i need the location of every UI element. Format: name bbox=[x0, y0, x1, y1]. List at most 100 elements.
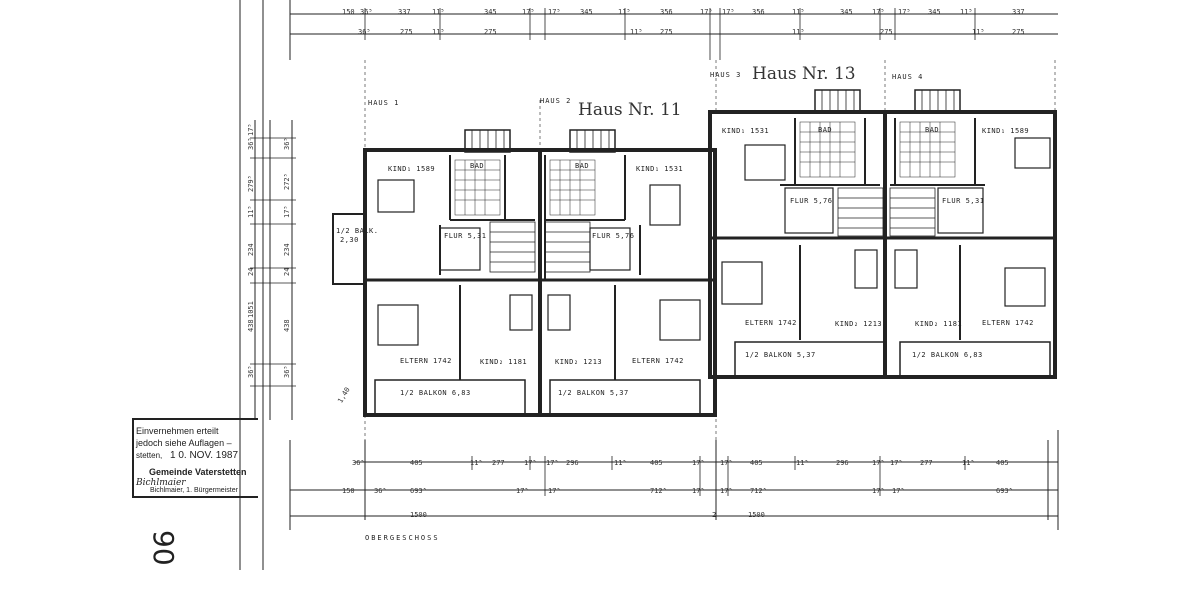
room-label: KIND₁ 1589 bbox=[388, 165, 436, 173]
room-label: 1/2 BALKON 5,37 bbox=[558, 389, 629, 397]
dimension-label: 17⁵ bbox=[283, 205, 291, 218]
room-label: KIND₂ 1181 bbox=[915, 320, 963, 328]
dimension-label: 405 bbox=[410, 459, 423, 467]
dimension-label: 17⁵ bbox=[692, 459, 705, 467]
room-label: KIND₂ 1213 bbox=[555, 358, 603, 366]
dimension-label: 17⁵ bbox=[247, 123, 255, 136]
dimension-label: 11⁵ bbox=[962, 459, 975, 467]
dimension-label: 405 bbox=[750, 459, 763, 467]
room-label: FLUR 5,76 bbox=[790, 197, 833, 205]
dimension-label: 275 bbox=[1012, 28, 1025, 36]
dimension-label: 150 bbox=[342, 8, 355, 16]
stamp-signature: Bichlmaier bbox=[136, 478, 186, 488]
room-label: ELTERN 1742 bbox=[400, 357, 452, 365]
dimension-label: 17⁵ bbox=[546, 459, 559, 467]
room-label: ELTERN 1742 bbox=[745, 319, 797, 327]
room-label: KIND₂ 1213 bbox=[835, 320, 883, 328]
dimension-label: 2 bbox=[712, 511, 717, 519]
dimension-label: 36⁵ bbox=[283, 365, 291, 378]
dimension-label: 693⁵ bbox=[410, 487, 427, 495]
dimension-label: 11⁵ bbox=[432, 8, 445, 16]
dimension-label: 275 bbox=[880, 28, 893, 36]
dimension-label: 296 bbox=[566, 459, 579, 467]
dimension-label: 11⁵ bbox=[614, 459, 627, 467]
dimension-label: 345 bbox=[840, 8, 853, 16]
dimension-label: 272⁵ bbox=[283, 173, 291, 190]
room-label: BAD bbox=[575, 162, 590, 170]
haus-nr-13-label: Haus Nr. 13 bbox=[752, 64, 856, 84]
dimension-label: 234 bbox=[247, 243, 255, 256]
dimension-label: 36⁵ bbox=[283, 137, 291, 150]
dimension-label: 234 bbox=[283, 243, 291, 256]
dimension-label: 356 bbox=[660, 8, 673, 16]
room-label: KIND₁ 1531 bbox=[636, 165, 684, 173]
dimension-label: 24 bbox=[247, 267, 255, 276]
dimension-label: 345 bbox=[484, 8, 497, 16]
room-label: 1/2 BALK. bbox=[336, 227, 379, 235]
room-label: FLUR 5,31 bbox=[444, 232, 487, 240]
page-number: 90 bbox=[147, 530, 180, 566]
dimension-label: 277 bbox=[920, 459, 933, 467]
stamp-line3-prefix: stetten, bbox=[136, 451, 163, 460]
dimension-label: 17⁵ bbox=[890, 459, 903, 467]
dimension-label: 279⁵ bbox=[247, 175, 255, 192]
room-label: BAD bbox=[925, 126, 940, 134]
dimension-label: 36⁵ bbox=[352, 459, 365, 467]
floor-label: OBERGESCHOSS bbox=[365, 534, 440, 542]
dimension-label: 36⁵ bbox=[374, 487, 387, 495]
approval-stamp: Einvernehmen erteilt jedoch siehe Auflag… bbox=[132, 418, 258, 498]
haus-1-label: HAUS 1 bbox=[368, 99, 400, 107]
dimension-label: 296 bbox=[836, 459, 849, 467]
dimension-label: 11⁵ bbox=[972, 28, 985, 36]
dimension-label: 17⁵ bbox=[720, 459, 733, 467]
room-label: KIND₂ 1181 bbox=[480, 358, 528, 366]
room-label: BAD bbox=[470, 162, 485, 170]
room-label: KIND₁ 1589 bbox=[982, 127, 1030, 135]
dimension-label: 17⁵ bbox=[522, 8, 535, 16]
dimension-label: 24 bbox=[283, 267, 291, 276]
dimension-label: 275 bbox=[484, 28, 497, 36]
dimension-label: 17⁵ bbox=[872, 459, 885, 467]
dimension-label: 17⁵ bbox=[720, 487, 733, 495]
dimension-label: 11⁵ bbox=[247, 205, 255, 218]
dimension-label: 693⁵ bbox=[996, 487, 1013, 495]
room-label: BAD bbox=[818, 126, 833, 134]
dimension-label: 405 bbox=[650, 459, 663, 467]
dimension-label: 345 bbox=[580, 8, 593, 16]
dimension-label: 11⁵ bbox=[618, 8, 631, 16]
dimension-label: 11⁵ bbox=[792, 8, 805, 16]
dimension-label: 438 bbox=[283, 319, 291, 332]
dimension-label: 712⁵ bbox=[750, 487, 767, 495]
dimension-label: 17⁵ bbox=[872, 487, 885, 495]
side-balcony bbox=[332, 213, 366, 285]
dimension-label: 17⁵ bbox=[516, 487, 529, 495]
haus-nr-11-label: Haus Nr. 11 bbox=[578, 100, 682, 120]
dimension-label: 11⁵ bbox=[470, 459, 483, 467]
dimension-label: 17⁵ bbox=[548, 8, 561, 16]
dimension-label: 337 bbox=[1012, 8, 1025, 16]
dimension-label: 17⁵ bbox=[872, 8, 885, 16]
room-label: KIND₁ 1531 bbox=[722, 127, 770, 135]
dimension-label: 17⁵ bbox=[548, 487, 561, 495]
dimension-label: 11⁵ bbox=[630, 28, 643, 36]
room-label: 2,30 bbox=[340, 236, 359, 244]
dimension-label: 277 bbox=[492, 459, 505, 467]
dimension-label: 17⁵ bbox=[524, 459, 537, 467]
dimension-label: 17⁵ bbox=[898, 8, 911, 16]
haus-13-outer-wall bbox=[708, 110, 1057, 379]
dimension-label: 1500 bbox=[748, 511, 765, 519]
haus-3-label: HAUS 3 bbox=[710, 71, 742, 79]
dimension-label: 1500 bbox=[410, 511, 427, 519]
dimension-label: 405 bbox=[996, 459, 1009, 467]
room-label: 1/2 BALKON 6,83 bbox=[400, 389, 471, 397]
stamp-date: 1 0. NOV. 1987 bbox=[170, 450, 239, 461]
dimension-label: 275 bbox=[660, 28, 673, 36]
haus-4-label: HAUS 4 bbox=[892, 73, 924, 81]
dimension-label: 36⁵ bbox=[247, 365, 255, 378]
haus-2-label: HAUS 2 bbox=[540, 97, 572, 105]
stamp-line1: Einvernehmen erteilt bbox=[136, 426, 219, 436]
dimension-label: 275 bbox=[400, 28, 413, 36]
room-label: 1/2 BALKON 6,83 bbox=[912, 351, 983, 359]
dimension-label: 356 bbox=[752, 8, 765, 16]
